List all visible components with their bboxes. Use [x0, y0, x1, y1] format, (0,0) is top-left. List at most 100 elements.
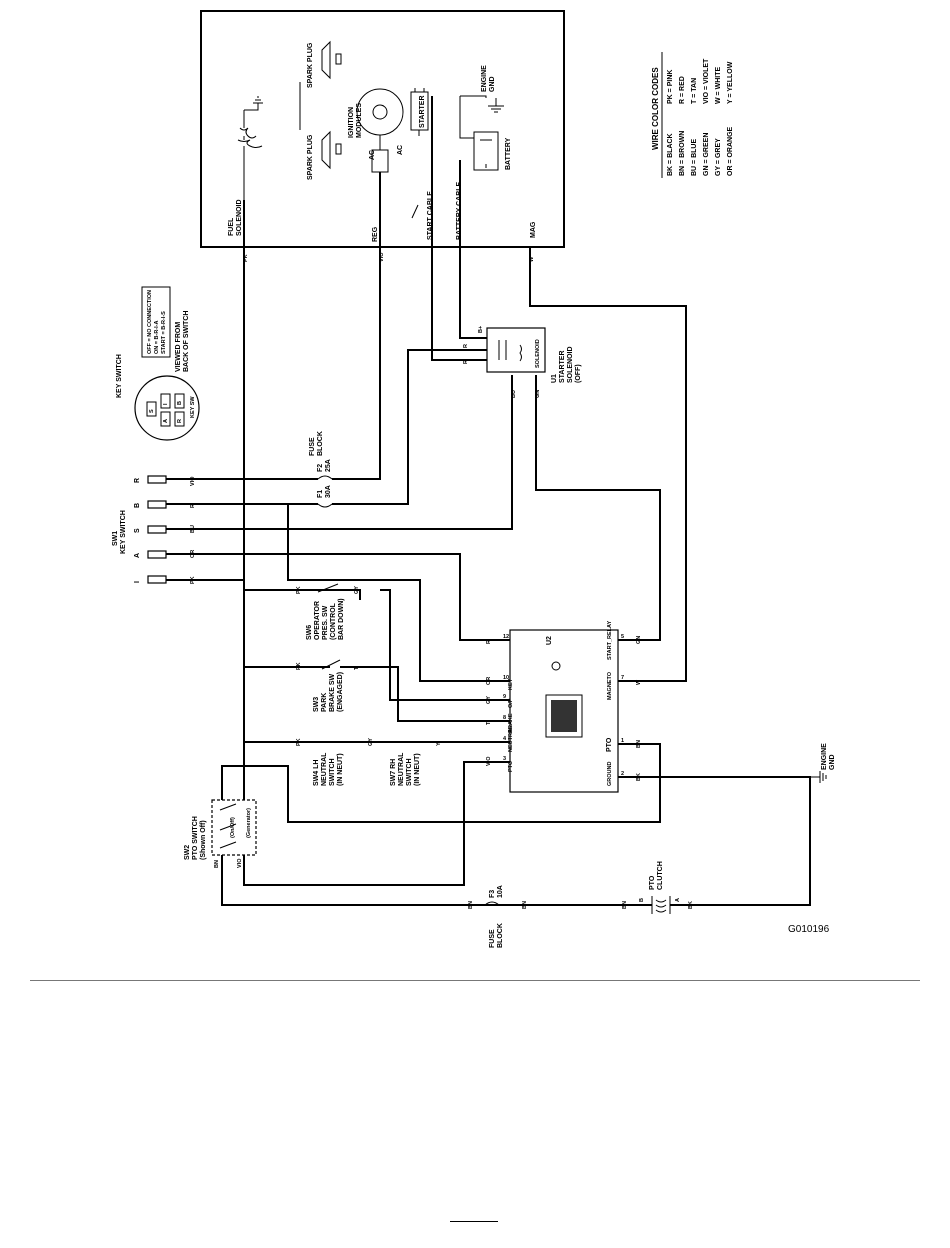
ignition-modules-label-1: IGNITION	[348, 107, 355, 138]
wire-tag: GY	[368, 738, 374, 746]
wire-tag: BK	[688, 901, 694, 909]
ignition-modules-label-2: MODULES	[356, 103, 363, 138]
main-wiring	[166, 96, 811, 906]
ksv-terminal: A	[163, 419, 169, 423]
wire-color-codes: WIRE COLOR CODES BK = BLACK BN = BROWN B…	[651, 52, 734, 178]
sw4-label: NEUTRAL	[321, 752, 328, 786]
key-switch-back-view: KEY SWITCH S I A B R KEY SW OFF = NO CON…	[116, 286, 200, 441]
page-number-rule	[450, 1221, 498, 1222]
wire-tag: VIO	[190, 476, 196, 486]
fuse-f1: F1 30A	[317, 485, 333, 508]
fuel-solenoid-label-1: FUEL	[228, 217, 235, 236]
pin-number: 3	[503, 756, 506, 762]
wire-tag: T	[354, 666, 360, 670]
sw2-state: (Generator)	[246, 808, 252, 838]
fuse-block-label: FUSE	[309, 437, 316, 456]
pin-number: 2	[621, 771, 624, 777]
spark-plug-bottom-symbol	[321, 130, 342, 170]
sw1-key-switch: SW1 KEY SWITCH R B S A I	[112, 475, 167, 584]
wire-tag: GN	[535, 390, 541, 398]
wire-tag: W	[529, 256, 535, 262]
pin-number: 1	[621, 738, 624, 744]
f2-label: F2	[317, 464, 324, 472]
sw6-label: OPERATOR	[314, 601, 321, 640]
u1-inner-label: SOLENOID	[535, 339, 541, 368]
wire-tag: GY	[486, 696, 492, 704]
sw2-pto-switch: (On/Off) (Generator) SW2 PTO SWITCH (Sho…	[184, 799, 257, 860]
engine-compartment-box	[200, 10, 565, 248]
start-cable-mark	[411, 204, 419, 219]
battery-symbol	[473, 131, 499, 171]
starter-label: STARTER	[419, 95, 426, 128]
battery-ground-wire	[459, 95, 487, 139]
sw4-label: SWITCH	[329, 758, 336, 786]
engine-gnd-top-label-2: GND	[489, 76, 496, 92]
wire-tag: PK	[296, 662, 302, 670]
spark-plug-top-symbol	[299, 40, 342, 130]
sw4-label: (IN NEUT)	[337, 753, 344, 786]
sw6-label: PRES. SW	[322, 605, 329, 640]
wire-code-item: GN = GREEN	[703, 133, 710, 176]
wire-tag: R	[190, 504, 196, 508]
sw7-label: (IN NEUT)	[414, 753, 421, 786]
pto-clutch-label: CLUTCH	[657, 861, 664, 890]
u2-pin-op: O/P	[508, 698, 514, 708]
wire-tag: BK	[636, 773, 642, 781]
sw1-terminal: S	[134, 528, 141, 533]
u2-pin-pto-out: PTO	[606, 737, 613, 752]
f3-label: F3	[489, 890, 496, 898]
wire-tag: BN	[468, 901, 474, 909]
sw7-label: SWITCH	[406, 758, 413, 786]
fuse-block-label: BLOCK	[317, 431, 324, 456]
fuel-solenoid-symbol	[237, 96, 263, 200]
sw7-label: NEUTRAL	[398, 752, 405, 786]
wire-code-item: OR = ORANGE	[727, 126, 734, 176]
sw1-terminal: R	[134, 478, 141, 483]
wire-tag: PK	[296, 738, 302, 746]
u2-pin-pto: PTO	[508, 760, 514, 772]
u2-controller: U2 KEY O/P BRAKE NEUTRAL PTO START_RELAY…	[508, 621, 619, 793]
start-cable-label: START CABLE	[427, 191, 434, 240]
fuse-f3: F3 10A FUSE BLOCK	[484, 885, 504, 948]
sw3-label: SW3	[313, 697, 320, 712]
wire-tag: BN	[636, 740, 642, 748]
wire-tag: PK	[296, 586, 302, 594]
sw6-label: SW6	[306, 625, 313, 640]
sw1-terminal: A	[134, 553, 141, 558]
page-divider	[30, 980, 920, 981]
spark-plug-top-label: SPARK PLUG	[307, 42, 314, 88]
engine-gnd-bottom-label: ENGINE	[821, 743, 828, 770]
u1-label: U1	[551, 374, 558, 383]
ksv-viewed-from: BACK OF SWITCH	[183, 311, 190, 372]
ac-right-label: AC	[397, 145, 404, 155]
f3-rating: 10A	[497, 885, 504, 898]
ac-left-label: AC	[369, 150, 376, 160]
wire-code-item: PK = PINK	[667, 70, 674, 104]
sw3-label: BRAKE SW	[329, 673, 336, 712]
sw1-terminal: B	[134, 503, 141, 508]
wire-tag: BN	[522, 901, 528, 909]
drawing-id: G010196	[788, 924, 830, 935]
ksv-terminal: R	[177, 419, 183, 423]
pto-clutch-label: PTO	[649, 875, 656, 890]
sw6-operator-presence-switch: SW6 OPERATOR PRES. SW (CONTROL BAR DOWN)	[306, 583, 345, 640]
wire-tag: BN	[214, 860, 220, 868]
ksv-part-no: KEY SW	[190, 396, 196, 418]
starter-symbol	[410, 88, 429, 136]
wire-tag: BU	[190, 525, 196, 533]
sw3-park-brake-switch: SW3 PARK BRAKE SW (ENGAGED)	[313, 659, 344, 712]
u2-pin-numbers: 12 10 9 8 4 3 5 7 1 2	[503, 634, 624, 777]
pin-number: 7	[621, 675, 624, 681]
u2-pin-brake: BRAKE	[508, 713, 514, 733]
pin-number: 8	[503, 715, 506, 721]
ignition-module-symbol	[356, 88, 404, 173]
wire-tag: GY	[354, 586, 360, 594]
sw1-label: SW1	[112, 531, 119, 546]
wire-code-item: T = TAN	[691, 78, 698, 104]
sw2-state: (On/Off)	[230, 817, 236, 838]
ksv-legend: START = B-R-I-S	[161, 311, 167, 354]
wire-tag: OR	[190, 550, 196, 558]
ksv-legend: ON = B-R-I-A	[154, 321, 160, 354]
wire-tag: PK	[190, 576, 196, 584]
